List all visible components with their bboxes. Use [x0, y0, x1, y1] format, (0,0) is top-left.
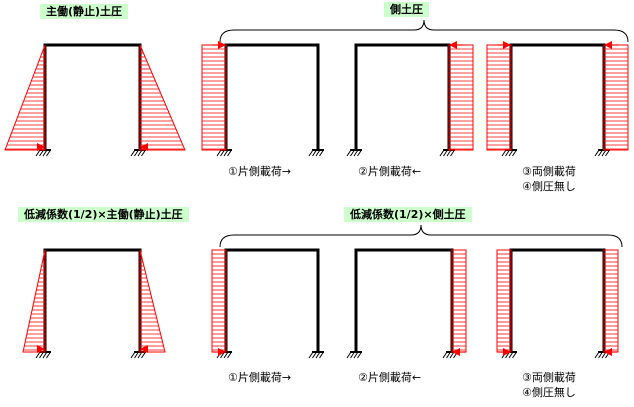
r2-case1-support-hatch [312, 351, 317, 359]
r2-case2-support-hatch [353, 351, 359, 359]
r1-case2-support-hatch [443, 149, 448, 157]
r1-case1-support-hatch [227, 149, 232, 157]
r2-case3-support-hatch [501, 351, 507, 359]
r2-base-support-hatch [46, 351, 51, 359]
r2-case3-load-left-outline [496, 249, 512, 353]
r1-case1-support-hatch [216, 149, 222, 157]
r2-case3-support-hatch [508, 351, 514, 359]
r2-base-support-hatch [141, 351, 146, 359]
title-side-earth-pressure: 側土圧 [384, 2, 429, 17]
r1-base-support-hatch [39, 149, 44, 157]
r1-base-support-hatch [42, 149, 48, 157]
r1-case3-support-hatch [601, 149, 607, 157]
r2-tri-left-outline [22, 249, 46, 353]
r2-base-support-hatch [137, 351, 143, 359]
r2-case1-support-hatch [227, 351, 232, 359]
r2-case3-support-hatch [594, 351, 600, 359]
r1-brace [219, 19, 629, 43]
r2-case3-support-hatch [598, 351, 603, 359]
case-label-both-sides-2: ③両側載荷 [522, 371, 576, 384]
r1-base-support-hatch [137, 149, 143, 157]
r1-case3-support-hatch [598, 149, 603, 157]
case-label-both-sides: ③両側載荷 [522, 165, 576, 178]
r1-case2-support-hatch [450, 149, 455, 157]
r1-case1-frame [224, 43, 320, 150]
r1-case1-support-hatch [223, 149, 229, 157]
title-active-earth-pressure: 主働(静止)土圧 [40, 4, 129, 19]
r2-case2-support-hatch [446, 351, 451, 359]
r1-base-support-hatch [130, 149, 136, 157]
r1-case3-support-hatch [605, 149, 610, 157]
r1-case2-support-hatch [346, 149, 352, 157]
r1-case3-support-hatch [508, 149, 514, 157]
r2-base-frame [43, 248, 142, 352]
r2-base-support-hatch [130, 351, 136, 359]
r2-tri-right-outline [139, 249, 166, 353]
r1-case1-support-hatch [220, 149, 225, 157]
r2-case1-support-hatch [319, 351, 324, 359]
case-label-no-side-pressure-2: ④側圧無し [522, 386, 576, 399]
r1-case2-support-hatch [353, 149, 359, 157]
r1-base-support-hatch [134, 149, 139, 157]
r2-base-support-hatch [35, 351, 41, 359]
r1-case3-support-hatch [501, 149, 507, 157]
r1-case2-support-hatch [446, 149, 452, 157]
r1-base-frame [43, 43, 142, 150]
r1-case1-support-hatch [319, 149, 324, 157]
r2-case2-support-hatch [346, 351, 352, 359]
r2-base-support-hatch [42, 351, 48, 359]
r1-case1-support-hatch [312, 149, 317, 157]
r2-case2-support-hatch [350, 351, 355, 359]
r2-case3-frame [509, 248, 606, 352]
r1-case2-support-hatch [439, 149, 445, 157]
r1-case2-frame [354, 43, 451, 150]
r2-case1-support-hatch [308, 351, 314, 359]
r1-case3-support-hatch [594, 149, 600, 157]
case-label-one-side-right: ①片側載荷→ [228, 165, 292, 178]
title-reduced-active-earth-pressure: 低減係数(1/2)×主働(静止)土圧 [18, 207, 189, 222]
r1-case3-frame [509, 43, 606, 150]
title-reduced-side-earth-pressure: 低減係数(1/2)×側土圧 [344, 207, 472, 222]
r1-case1-support-hatch [315, 149, 321, 157]
r1-case3-support-hatch [512, 149, 517, 157]
r2-case3-support-hatch [512, 351, 517, 359]
r2-base-support-hatch [134, 351, 139, 359]
r1-tri-left-outline [4, 44, 46, 151]
r2-case1-load-outline [211, 249, 227, 353]
r2-case1-support-hatch [223, 351, 229, 359]
r1-tri-right-outline [139, 44, 186, 151]
r2-case1-support-hatch [216, 351, 222, 359]
r2-case3-load-right-outline [603, 249, 619, 353]
r1-case3-support-hatch [505, 149, 510, 157]
r1-case1-support-hatch [308, 149, 314, 157]
r2-case2-support-hatch [357, 351, 362, 359]
r2-case1-support-hatch [315, 351, 321, 359]
r2-case2-support-hatch [442, 351, 448, 359]
case-label-one-side-left: ②片側載荷← [358, 165, 422, 178]
r2-case2-load-outline [451, 249, 467, 353]
case-label-one-side-right-2: ①片側載荷→ [228, 371, 292, 384]
r1-base-support-hatch [141, 149, 146, 157]
r1-case2-support-hatch [350, 149, 355, 157]
r2-base-support-hatch [39, 351, 44, 359]
r1-base-support-hatch [46, 149, 51, 157]
r2-brace [219, 224, 623, 248]
case-label-no-side-pressure: ④側圧無し [522, 180, 576, 193]
case-label-one-side-left-2: ②片側載荷← [358, 371, 422, 384]
r2-case1-frame [224, 248, 320, 352]
r1-base-support-hatch [35, 149, 41, 157]
r1-case2-support-hatch [357, 149, 362, 157]
r2-case2-frame [354, 248, 454, 352]
